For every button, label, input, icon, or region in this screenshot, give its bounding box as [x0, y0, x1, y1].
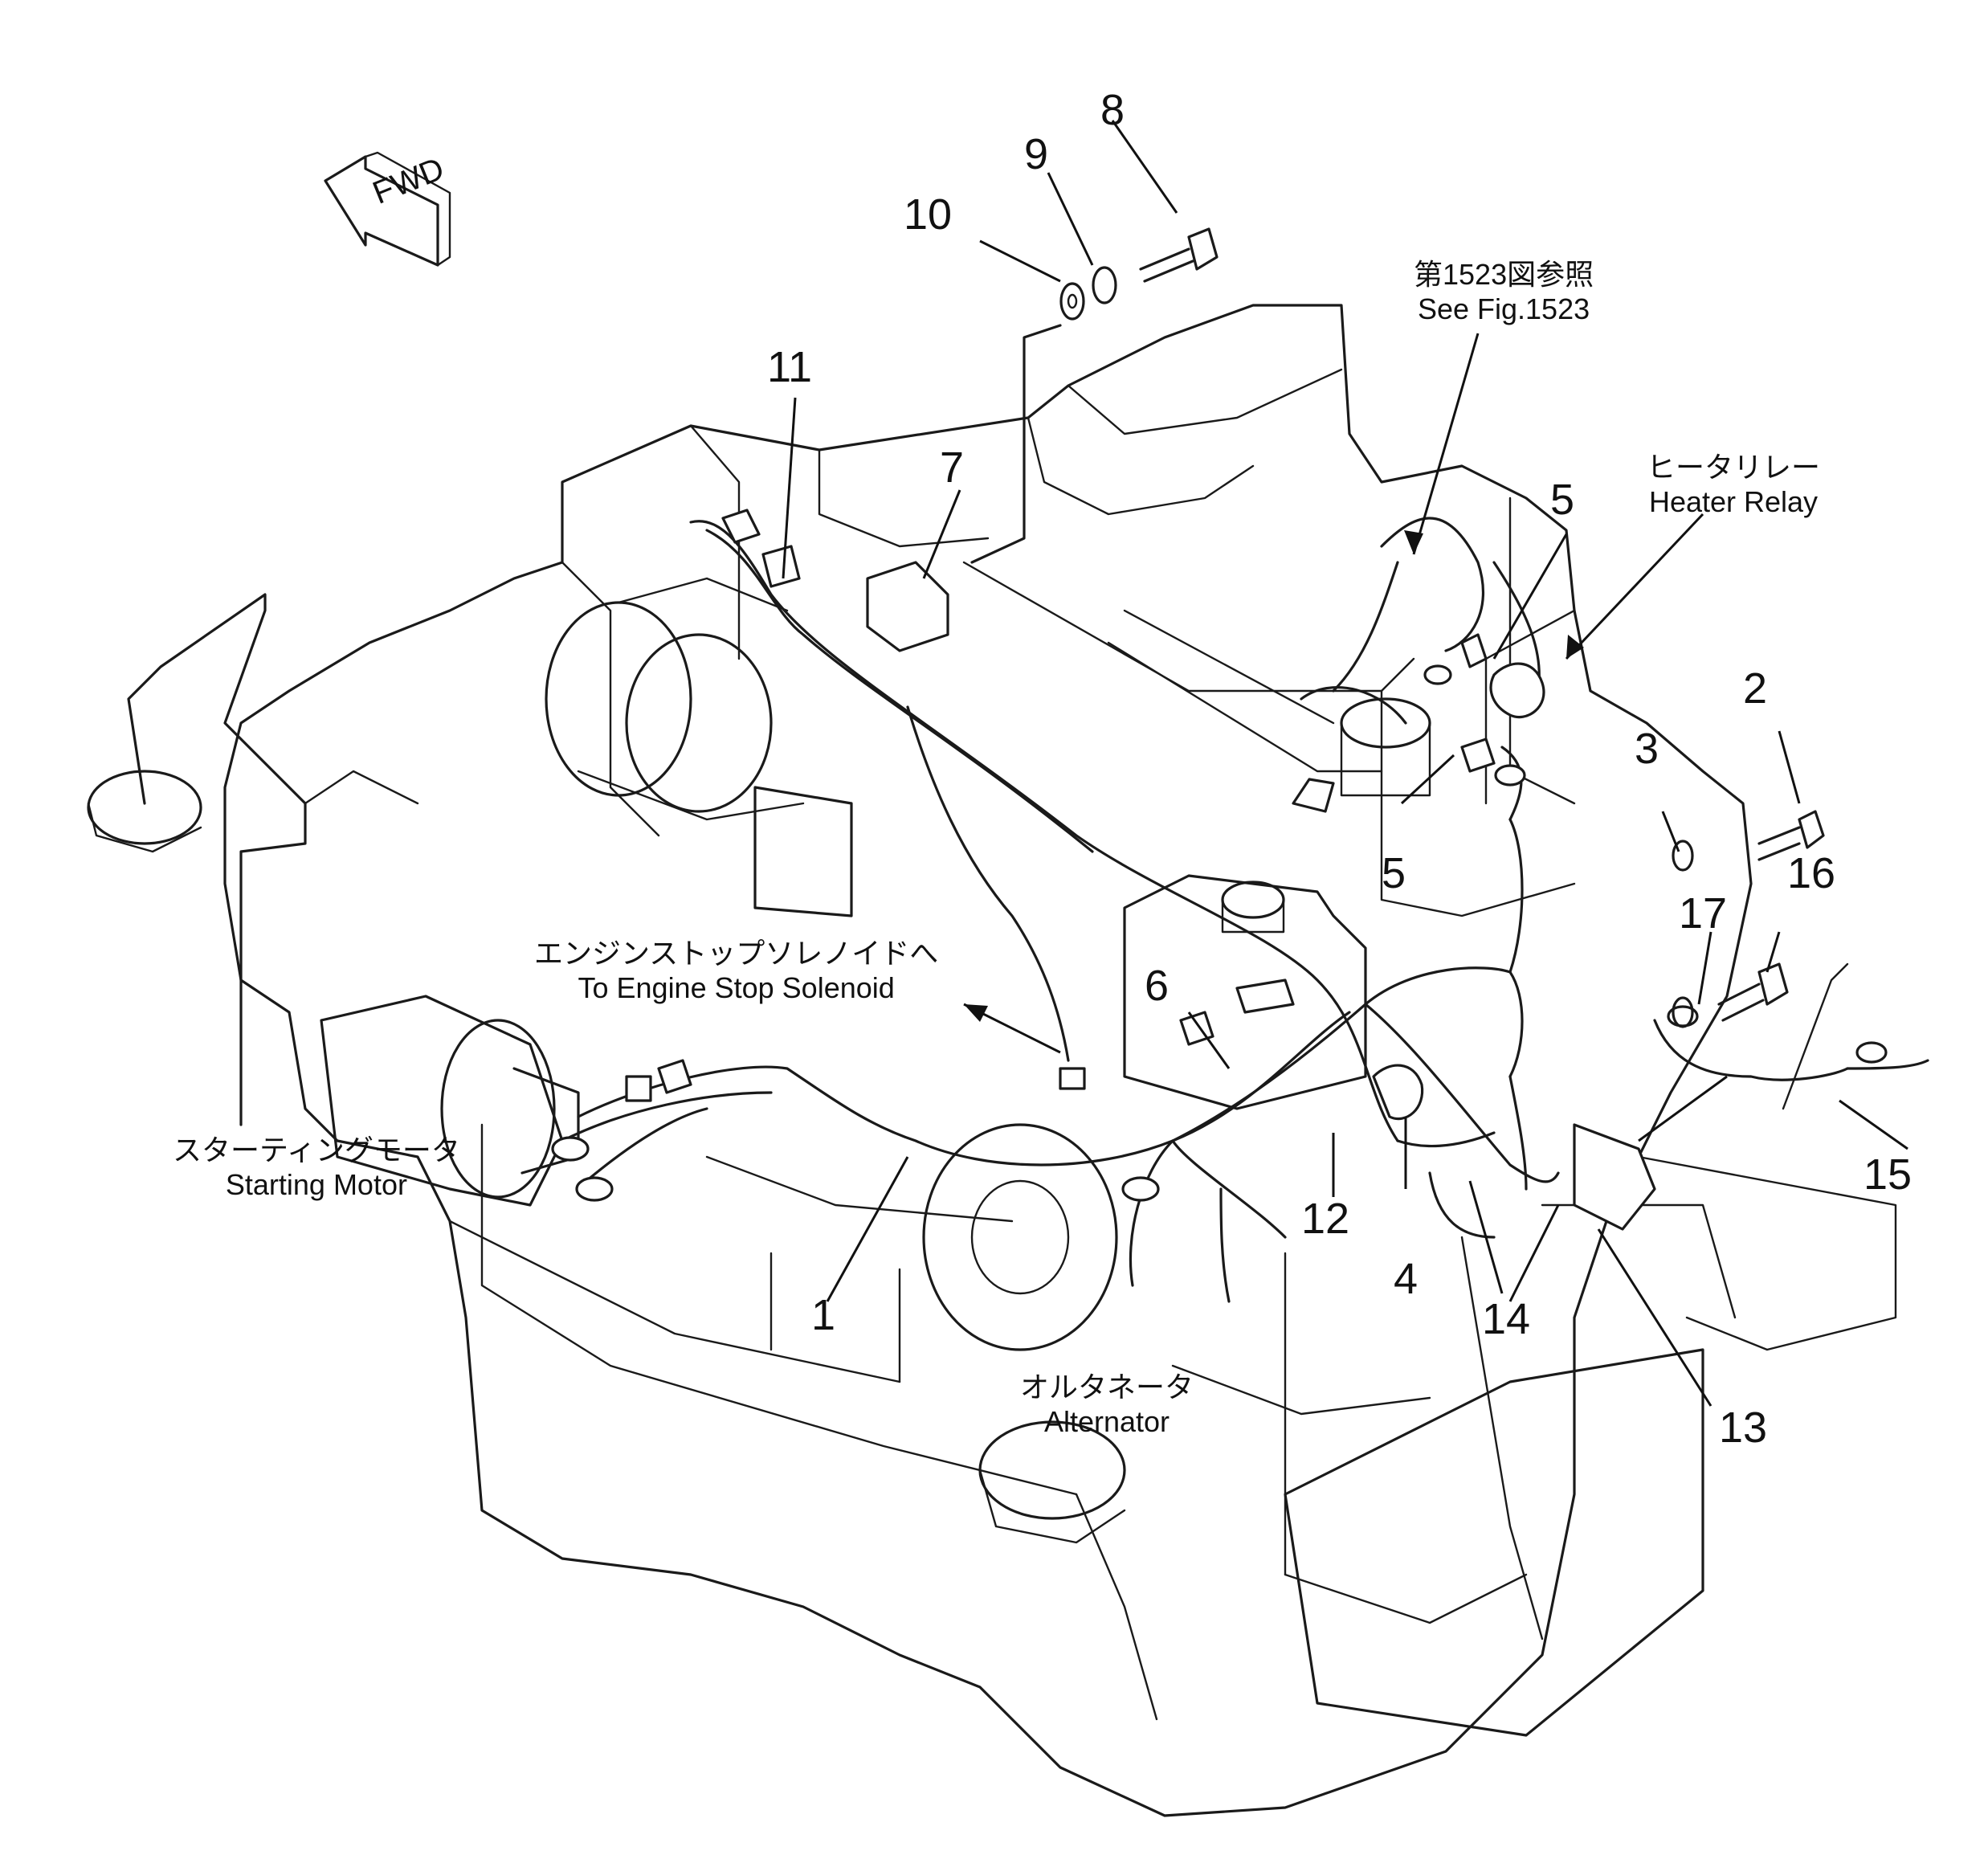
- callout-5-middle: 5: [1382, 849, 1406, 897]
- bracket-reference: [970, 324, 1062, 564]
- starting-motor-en: Starting Motor: [225, 1168, 407, 1202]
- bolt-icon: [1139, 227, 1219, 283]
- engine-stop-jp: エンジンストップソレノイドへ: [534, 937, 939, 970]
- washer-icon: [1059, 266, 1694, 1028]
- leader-lines: [782, 120, 1908, 1407]
- reservoir-tank: [1123, 697, 1431, 1110]
- callout-6: 6: [1145, 962, 1170, 1010]
- starting-motor-label: スターティングモータ Starting Motor: [173, 1133, 460, 1202]
- callout-9: 9: [1024, 130, 1049, 178]
- engine-block-outline: [223, 304, 1753, 1817]
- heater-relay-jp: ヒータリレー: [1647, 451, 1821, 484]
- callout-11: 11: [767, 343, 813, 391]
- alternator-jp: オルタネータ: [1020, 1371, 1194, 1404]
- callout-7: 7: [940, 443, 965, 492]
- rear-mount-bracket: [87, 593, 419, 1126]
- starting-motor-body: [320, 995, 580, 1207]
- alternator-body: [922, 1123, 1126, 1544]
- connectors: [551, 509, 1888, 1231]
- engine-stop-label: エンジンストップソレノイドへ To Engine Stop Solenoid: [534, 936, 938, 1005]
- see-fig-label: 第1523図参照 See Fig.1523: [1414, 257, 1594, 326]
- callout-16: 16: [1787, 849, 1836, 897]
- wiring-harness: [561, 517, 1929, 1303]
- see-fig-en: See Fig.1523: [1417, 292, 1590, 326]
- front-fan: [1284, 962, 1897, 1737]
- intake-cylinders: [545, 577, 853, 917]
- alternator-en: Alternator: [1043, 1405, 1170, 1439]
- callout-13: 13: [1719, 1404, 1768, 1452]
- callout-1: 1: [811, 1291, 836, 1339]
- callout-2: 2: [1743, 664, 1768, 713]
- bolt-icon: [1717, 962, 1789, 1022]
- callout-5-top: 5: [1550, 476, 1575, 524]
- callout-14: 14: [1482, 1295, 1531, 1343]
- fwd-arrow-icon: [324, 151, 451, 267]
- callout-12: 12: [1301, 1195, 1350, 1243]
- callout-17: 17: [1679, 889, 1728, 938]
- arrowheads: [964, 530, 1584, 1022]
- starting-motor-jp: スターティングモータ: [173, 1134, 460, 1167]
- callout-10: 10: [904, 190, 953, 239]
- alternator-label: オルタネータ Alternator: [1020, 1370, 1194, 1439]
- callout-15: 15: [1863, 1150, 1912, 1199]
- callout-4: 4: [1394, 1255, 1419, 1303]
- callout-8: 8: [1100, 86, 1125, 134]
- heater-relay-en: Heater Relay: [1648, 485, 1819, 519]
- heater-relay-label: ヒータリレー Heater Relay: [1647, 450, 1820, 519]
- engine-stop-en: To Engine Stop Solenoid: [578, 971, 895, 1005]
- see-fig-jp: 第1523図参照: [1414, 258, 1594, 291]
- bolt-icon: [1757, 810, 1825, 861]
- callout-3: 3: [1635, 725, 1659, 773]
